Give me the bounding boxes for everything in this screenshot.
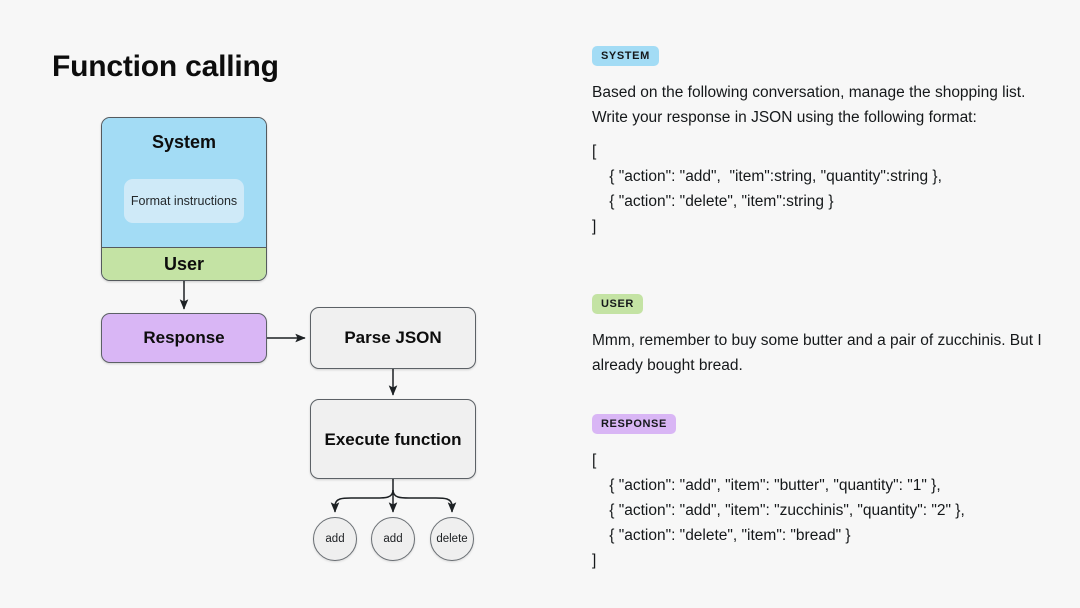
system-label: System bbox=[151, 132, 217, 152]
execute-function-box: Execute function bbox=[310, 399, 476, 479]
system-message-text: Based on the following conversation, man… bbox=[592, 84, 1030, 126]
leaf-circle-add-1: add bbox=[313, 517, 357, 561]
conversation-panel: SYSTEM Based on the following conversati… bbox=[560, 0, 1080, 608]
page-title: Function calling bbox=[52, 50, 279, 83]
diagram-panel: Function calling System Format instructi… bbox=[52, 50, 476, 561]
diagram-connectors bbox=[179, 281, 457, 513]
format-instructions-box: Format instructions bbox=[124, 179, 244, 223]
user-section: User bbox=[102, 248, 266, 280]
response-message-json: [ { "action": "add", "item": "butter", "… bbox=[592, 452, 965, 569]
system-section: System Format instructions bbox=[102, 118, 266, 248]
parse-json-box: Parse JSON bbox=[310, 307, 476, 369]
response-message-block: RESPONSE [ { "action": "add", "item": "b… bbox=[592, 414, 1052, 573]
system-user-box: System Format instructions User bbox=[101, 117, 267, 281]
user-message-text: Mmm, remember to buy some butter and a p… bbox=[592, 332, 1046, 374]
response-role-badge: RESPONSE bbox=[592, 414, 676, 434]
user-message-block: USER Mmm, remember to buy some butter an… bbox=[592, 294, 1052, 378]
response-box: Response bbox=[101, 313, 267, 363]
format-instructions-label: Format instructions bbox=[130, 193, 238, 208]
leaf-circle-delete: delete bbox=[430, 517, 474, 561]
system-message-json-format: [ { "action": "add", "item":string, "qua… bbox=[592, 143, 942, 235]
leaf-circle-add-2: add bbox=[371, 517, 415, 561]
user-label: User bbox=[163, 253, 205, 274]
user-role-badge: USER bbox=[592, 294, 643, 314]
system-role-badge: SYSTEM bbox=[592, 46, 659, 66]
system-message-block: SYSTEM Based on the following conversati… bbox=[592, 46, 1052, 239]
